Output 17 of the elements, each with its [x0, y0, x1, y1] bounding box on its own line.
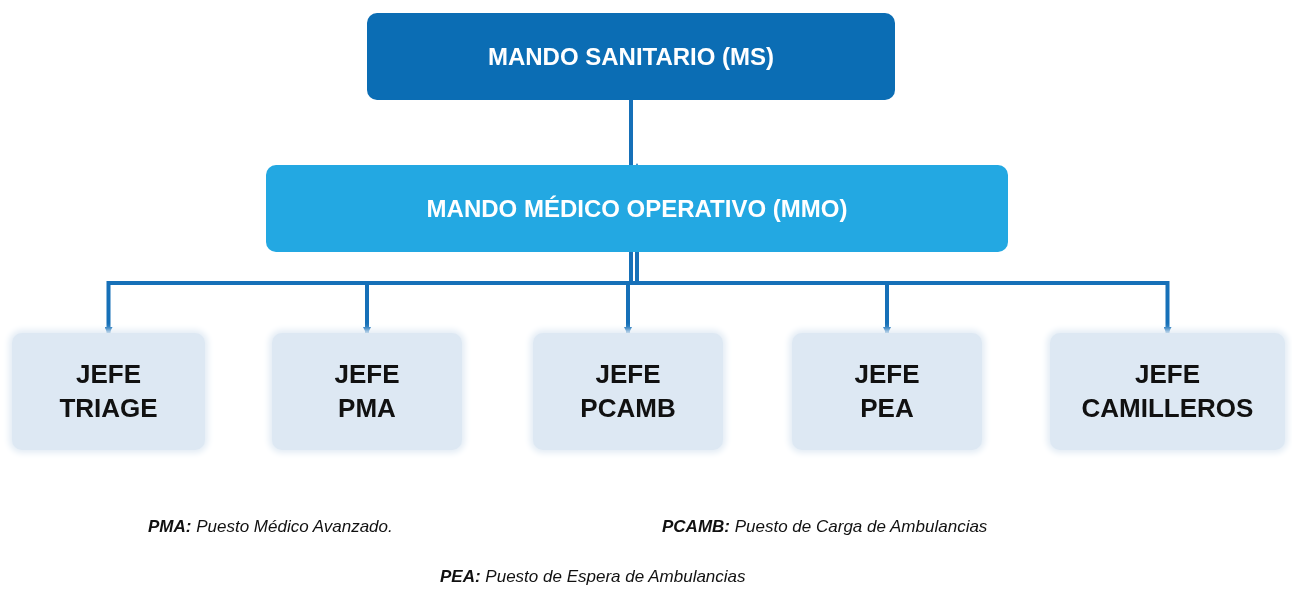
node-label: JEFE TRIAGE: [59, 357, 158, 425]
chief-box: [792, 333, 982, 450]
command-box: [266, 165, 1008, 252]
chief-box: [12, 333, 205, 450]
chief-box: [533, 333, 723, 450]
abbreviation-note: PMA: Puesto Médico Avanzado.: [148, 517, 393, 537]
node-label: MANDO MÉDICO OPERATIVO (MMO): [426, 193, 848, 224]
node-label: JEFE PCAMB: [580, 357, 676, 425]
abbreviation-note: PEA: Puesto de Espera de Ambulancias: [440, 567, 746, 587]
chief-box: [1050, 333, 1285, 450]
node-label: JEFE CAMILLEROS: [1081, 357, 1254, 425]
node-label: JEFE PMA: [334, 357, 400, 425]
command-box: [367, 13, 895, 100]
abbreviation-note: PCAMB: Puesto de Carga de Ambulancias: [662, 517, 988, 537]
node-label: MANDO SANITARIO (MS): [487, 41, 775, 72]
chief-box: [272, 333, 462, 450]
node-label: JEFE PEA: [854, 357, 920, 425]
